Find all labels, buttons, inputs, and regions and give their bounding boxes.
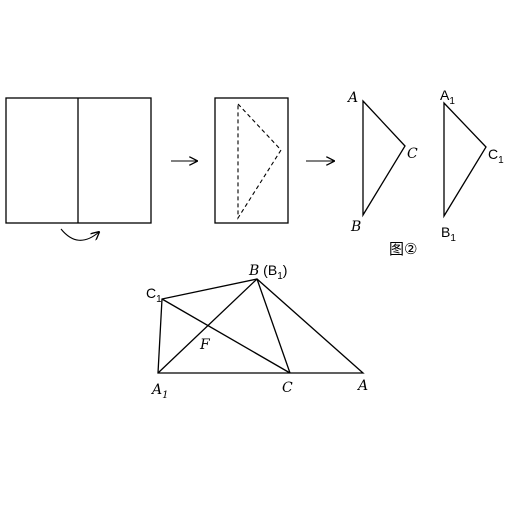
label-F: F bbox=[199, 337, 211, 353]
paper-square-unfolded bbox=[5, 97, 152, 241]
label-C: C bbox=[407, 146, 418, 162]
label-C-bottom: C bbox=[282, 380, 293, 396]
label-C1: C1 bbox=[488, 146, 504, 166]
dashed-cut-triangle bbox=[237, 103, 282, 220]
paper-folded bbox=[214, 97, 289, 224]
triangle-abc-shape bbox=[362, 99, 406, 218]
label-A1-bottom: A1 bbox=[150, 382, 169, 401]
segment-C1C bbox=[161, 298, 291, 374]
label-C1-bottom: C1 bbox=[146, 285, 162, 305]
folded-paper-outline bbox=[214, 97, 289, 224]
label-B-bottom: B (B1) bbox=[248, 262, 287, 282]
segment-BC bbox=[256, 278, 291, 374]
triangle-ABC: A C B bbox=[346, 90, 418, 235]
label-B1: B1 bbox=[441, 224, 456, 244]
figure-caption: 图② bbox=[389, 240, 417, 258]
fold-curved-arrow bbox=[60, 228, 99, 241]
label-B: B bbox=[350, 219, 361, 235]
label-A-bottom: A bbox=[356, 378, 368, 394]
outer-quadrilateral bbox=[157, 278, 365, 374]
label-A1: A1 bbox=[440, 87, 455, 107]
overlap-figure: B (B1) C1 F A1 C A bbox=[146, 262, 368, 401]
triangle-A1B1C1: A1 C1 B1 bbox=[440, 87, 504, 244]
triangle-a1b1c1-shape bbox=[443, 101, 487, 219]
label-A: A bbox=[346, 90, 358, 106]
